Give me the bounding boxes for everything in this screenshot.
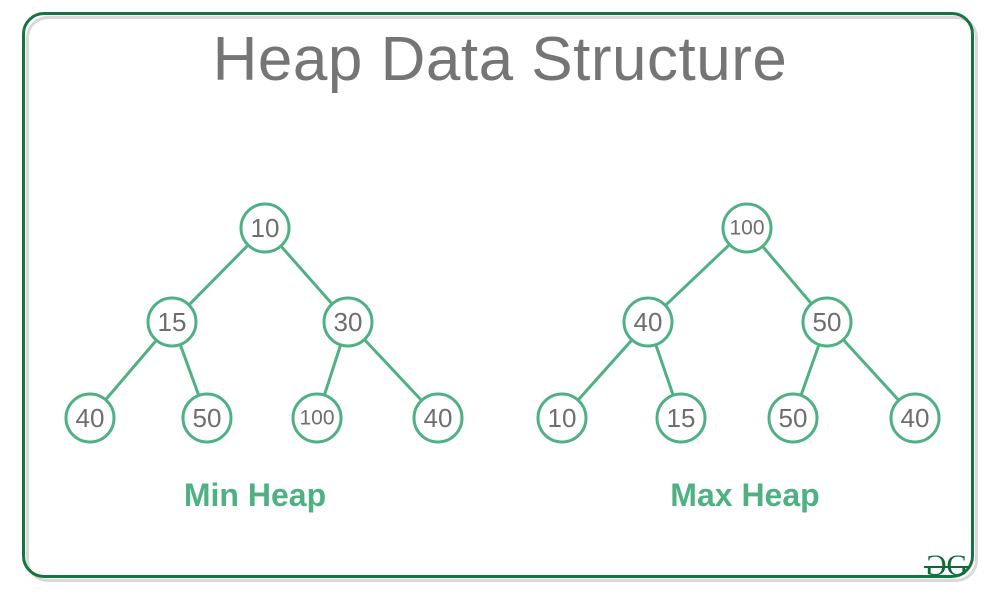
tree-edge (654, 345, 675, 395)
min-heap-group: 10 15 30 40 50 100 40 (64, 202, 464, 444)
node-value: 30 (334, 307, 363, 337)
node-circle (721, 202, 773, 254)
node-value: 15 (667, 403, 696, 433)
min-heap-label: Min Heap (183, 477, 327, 513)
tree-edge (179, 344, 200, 396)
tree-edge (323, 345, 342, 395)
tree-node[interactable]: 40 (622, 296, 674, 348)
tree-node[interactable]: 50 (801, 296, 853, 348)
node-circle (322, 296, 374, 348)
geeksforgeeks-logo: GG (923, 549, 969, 582)
tree-node[interactable]: 40 (412, 392, 464, 444)
tree-node[interactable]: 40 (889, 392, 941, 444)
max-heap-group: 100 40 50 10 15 50 40 (536, 202, 941, 444)
tree-edge (665, 244, 730, 306)
page-title: Heap Data Structure (212, 25, 788, 94)
node-circle (181, 392, 233, 444)
node-circle (622, 296, 674, 348)
tree-node[interactable]: 10 (239, 202, 291, 254)
diagram-frame (22, 12, 974, 578)
tree-edge (280, 245, 333, 305)
tree-edge (188, 244, 249, 306)
tree-node[interactable]: 50 (767, 392, 819, 444)
node-value: 40 (634, 307, 663, 337)
tree-edge (800, 345, 820, 395)
node-value: 40 (424, 403, 453, 433)
tree-edge (577, 339, 633, 401)
node-circle (655, 392, 707, 444)
node-circle (536, 392, 588, 444)
tree-node[interactable]: 100 (721, 202, 773, 254)
max-heap-label: Max Heap (670, 477, 820, 513)
tree-node[interactable]: 10 (536, 392, 588, 444)
tree-edge (105, 340, 157, 400)
node-value: 50 (779, 403, 808, 433)
node-value: 100 (729, 217, 764, 240)
node-circle (889, 392, 941, 444)
node-value: 10 (251, 213, 280, 243)
node-value: 40 (901, 403, 930, 433)
frame-shadow (26, 16, 978, 582)
node-circle (767, 392, 819, 444)
tree-edge (364, 339, 422, 401)
tree-edge (762, 246, 812, 304)
node-circle (412, 392, 464, 444)
node-value: 15 (158, 307, 187, 337)
tree-node[interactable]: 100 (291, 392, 343, 444)
node-circle (64, 392, 116, 444)
node-value: 40 (76, 403, 105, 433)
tree-node[interactable]: 15 (146, 296, 198, 348)
node-value: 50 (813, 307, 842, 337)
tree-node[interactable]: 30 (322, 296, 374, 348)
tree-node[interactable]: 40 (64, 392, 116, 444)
tree-node[interactable]: 50 (181, 392, 233, 444)
node-circle (146, 296, 198, 348)
node-circle (239, 202, 291, 254)
node-value: 50 (193, 403, 222, 433)
tree-edge (843, 339, 899, 401)
logo-strike-bar (923, 566, 969, 568)
tree-node[interactable]: 15 (655, 392, 707, 444)
node-circle (291, 392, 343, 444)
node-value: 100 (299, 407, 334, 430)
logo-right-glyph: G (946, 549, 968, 582)
node-circle (801, 296, 853, 348)
node-value: 10 (548, 403, 577, 433)
